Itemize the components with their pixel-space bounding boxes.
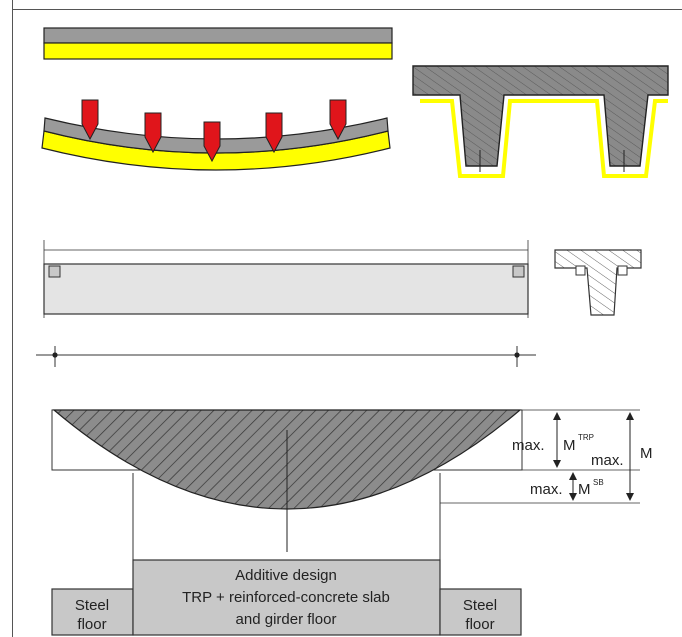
load-arrow-icon	[81, 99, 99, 141]
moment-symbol-trp: M	[563, 437, 576, 454]
center-box-line-1: Additive design	[235, 567, 337, 584]
bent-composite-strip	[41, 117, 391, 171]
load-arrow-icon	[203, 121, 221, 163]
beam-body	[43, 263, 529, 315]
additive-design-box	[132, 559, 441, 636]
moment-symbol-total: M	[640, 445, 653, 462]
moment-superscript-trp: TRP	[578, 433, 594, 442]
left-floor-line-2: floor	[77, 616, 106, 633]
bearing-icon	[512, 265, 525, 278]
design-boxes: Steel floor Steel floor Additive design …	[51, 559, 522, 636]
moment-superscript-sb: SB	[593, 478, 604, 487]
center-box-line-3: and girder floor	[236, 611, 337, 628]
load-arrow-icon	[144, 112, 162, 154]
load-arrow-icon	[329, 99, 347, 141]
bearing-icon	[48, 265, 61, 278]
right-steel-floor-box	[439, 588, 522, 636]
moment-labels: max. M TRP max. M max. M SB	[512, 433, 653, 498]
max-label-trp: max.	[512, 437, 545, 454]
tee-cross-section	[554, 249, 642, 316]
left-floor-line-1: Steel	[75, 597, 109, 614]
load-arrows	[81, 99, 347, 163]
moment-diagram	[51, 409, 640, 560]
right-floor-line-2: floor	[465, 616, 494, 633]
load-arrow-icon	[265, 112, 283, 154]
max-label-total: max.	[591, 452, 624, 469]
double-tee-section	[412, 65, 669, 178]
center-box-line-2: TRP + reinforced-concrete slab	[182, 589, 390, 606]
max-label-sb: max.	[530, 481, 563, 498]
moment-symbol-sb: M	[578, 481, 591, 498]
right-floor-line-1: Steel	[463, 597, 497, 614]
left-steel-floor-box	[51, 588, 134, 636]
beam-elevation	[36, 240, 536, 367]
flat-composite-strip	[43, 27, 393, 60]
